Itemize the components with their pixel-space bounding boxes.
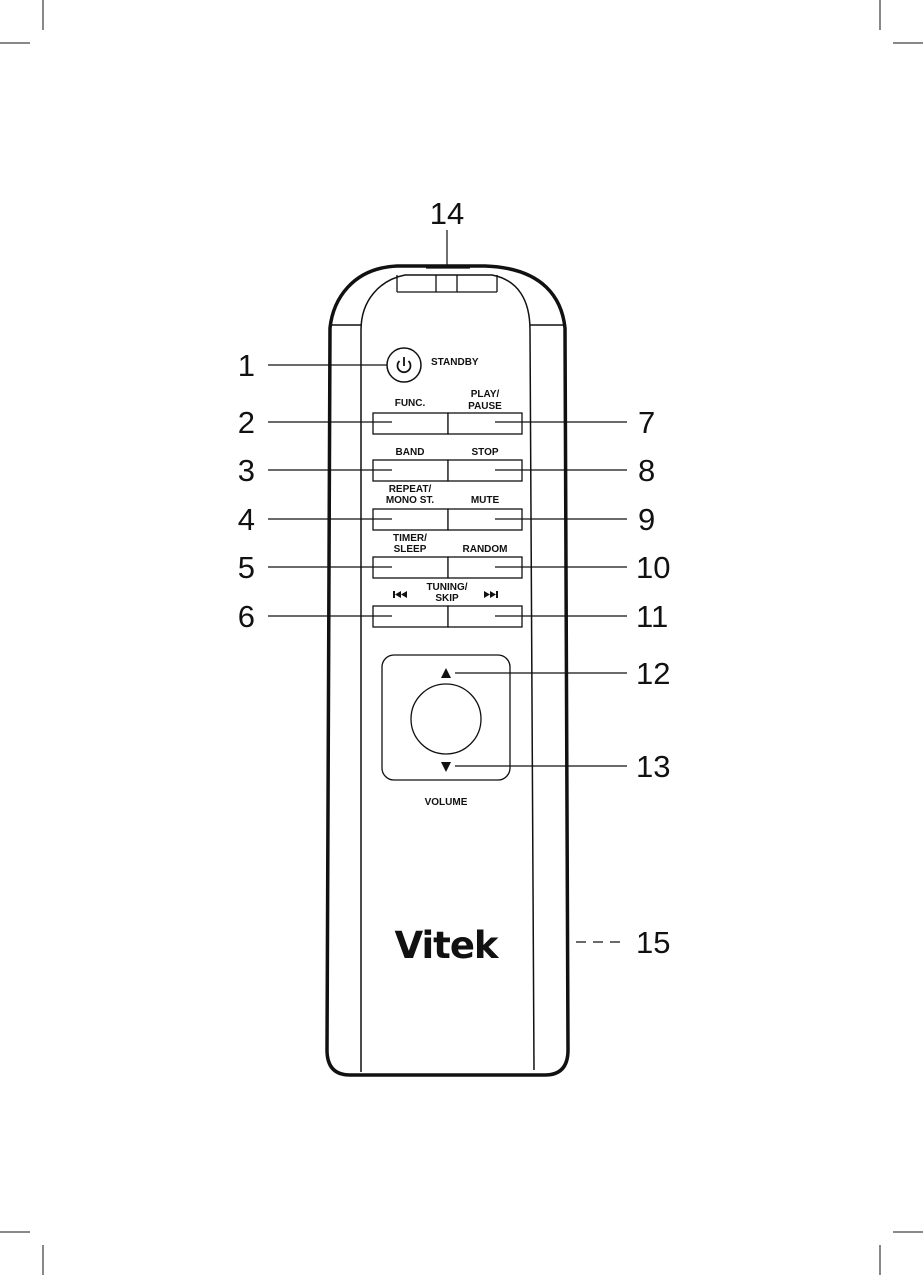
leader-lines	[268, 230, 627, 943]
standby-button[interactable]	[386, 347, 422, 383]
ir-window	[396, 267, 498, 293]
callout-7: 7	[638, 405, 655, 440]
callout-4: 4	[238, 502, 255, 537]
callout-11: 11	[636, 599, 668, 634]
mute-label: MUTE	[471, 495, 500, 506]
repeat-label-line1: REPEAT/	[389, 484, 432, 495]
callout-numbers: 14 1 2 3 4 5 6 7 8 9 10 11 12 13 15	[238, 196, 671, 960]
triangle-down-icon[interactable]	[441, 762, 451, 772]
skip-back-icon	[393, 591, 407, 598]
skip-forward-icon	[484, 591, 498, 598]
callout-8: 8	[638, 453, 655, 488]
callout-5: 5	[238, 550, 255, 585]
volume-pad	[381, 654, 511, 781]
timer-label-line2: SLEEP	[394, 544, 427, 555]
callout-9: 9	[638, 502, 655, 537]
callout-2: 2	[238, 405, 255, 440]
play-pause-button[interactable]	[447, 412, 523, 435]
callout-13: 13	[636, 749, 670, 784]
timer-label-line1: TIMER/	[393, 533, 427, 544]
standby-label: STANDBY	[431, 357, 479, 368]
triangle-up-icon[interactable]	[441, 668, 451, 678]
play-label-line1: PLAY/	[471, 389, 500, 400]
callout-15: 15	[636, 925, 670, 960]
power-icon	[396, 357, 412, 374]
func-button[interactable]	[372, 412, 449, 435]
volume-knob[interactable]	[410, 683, 482, 755]
band-label: BAND	[396, 447, 425, 458]
callout-14: 14	[430, 196, 464, 231]
tuning-label-line2: SKIP	[435, 593, 459, 604]
callout-1: 1	[238, 348, 255, 383]
volume-label: VOLUME	[425, 797, 468, 808]
play-label-line2: PAUSE	[468, 401, 502, 412]
callout-3: 3	[238, 453, 255, 488]
stop-label: STOP	[471, 447, 498, 458]
func-label: FUNC.	[395, 398, 426, 409]
brand-logo: Vitek	[394, 924, 499, 967]
random-label: RANDOM	[463, 544, 508, 555]
repeat-label-line2: MONO ST.	[386, 495, 435, 506]
callout-12: 12	[636, 656, 670, 691]
tuning-label-line1: TUNING/	[426, 582, 467, 593]
callout-10: 10	[636, 550, 670, 585]
callout-6: 6	[238, 599, 255, 634]
